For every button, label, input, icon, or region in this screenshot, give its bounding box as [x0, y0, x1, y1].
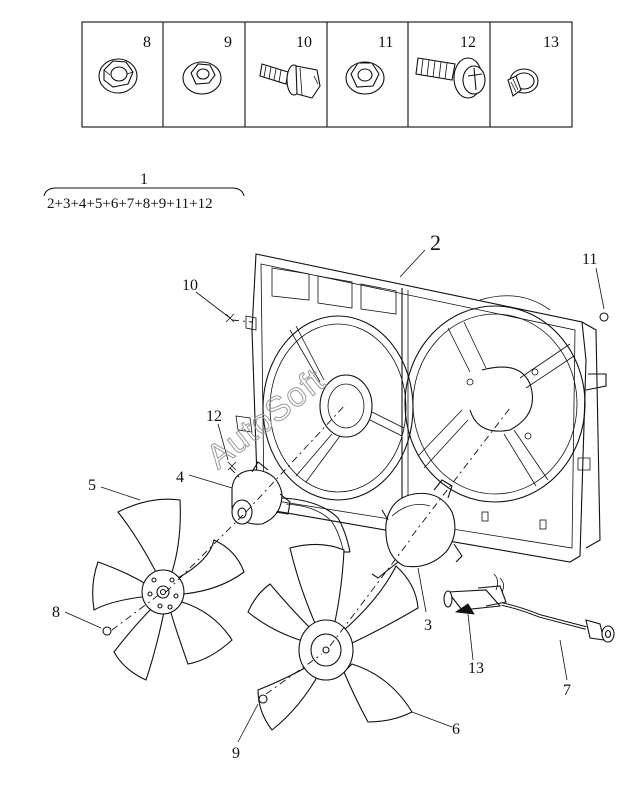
legend-number-11: 11	[378, 34, 393, 51]
fan-blade-left	[92, 498, 245, 681]
flange-bolt-icon	[259, 63, 321, 99]
nut-11-marker	[599, 312, 609, 322]
screw-icon	[415, 57, 486, 99]
legend-number-8: 8	[143, 34, 151, 51]
legend-number-12: 12	[460, 34, 476, 51]
connector-sleeve	[443, 585, 507, 615]
washer-nut-icon	[182, 61, 222, 95]
callout-5: 5	[88, 477, 96, 494]
callout-13: 13	[468, 660, 484, 677]
callout-8: 8	[52, 604, 60, 621]
fan-motor-right	[371, 479, 463, 579]
legend-number-13: 13	[543, 34, 559, 51]
callout-2: 2	[430, 230, 441, 255]
callout-10: 10	[182, 277, 198, 294]
wiring-harness	[493, 573, 615, 643]
assembly-number: 1	[140, 171, 148, 188]
leader-lines	[64, 249, 605, 743]
callout-11: 11	[582, 251, 597, 268]
assembly-formula: 2+3+4+5+6+7+8+9+11+12	[47, 196, 213, 212]
hardware-legend: 8 9 10 11 12 13	[81, 21, 573, 128]
fan-blade-right	[247, 543, 419, 731]
warning-triangle-icon	[454, 603, 475, 615]
nut-8-marker	[102, 626, 112, 636]
flange-nut-icon	[98, 58, 138, 94]
assembly-brace	[43, 187, 245, 197]
callout-4: 4	[176, 469, 184, 486]
legend-number-10: 10	[296, 34, 312, 51]
fan-shroud	[235, 253, 607, 563]
hose-clamp-icon	[507, 68, 539, 97]
fan-motor-left	[231, 461, 351, 555]
callout-3: 3	[424, 617, 432, 634]
assembly-composition: 1 2+3+4+5+6+7+8+9+11+12	[43, 171, 245, 212]
callout-6: 6	[452, 721, 460, 738]
assembly-guides	[111, 319, 511, 695]
hex-nut-icon	[345, 61, 385, 95]
nut-9-marker	[258, 694, 268, 704]
legend-number-9: 9	[224, 34, 232, 51]
callout-9: 9	[232, 745, 240, 762]
callout-7: 7	[563, 682, 571, 699]
callout-12: 12	[206, 408, 222, 425]
callouts: 2 3 4 5 6 7 8 9 10 11 12 13	[52, 230, 597, 762]
